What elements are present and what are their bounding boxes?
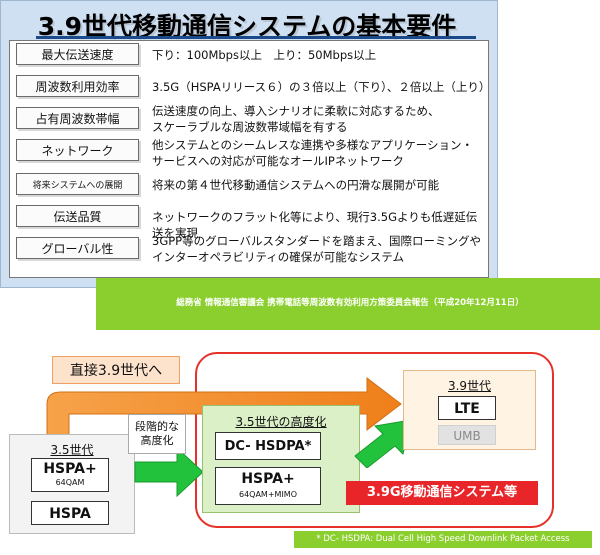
- direct-to-39g-label: 直接3.9世代へ: [52, 356, 180, 384]
- umb-box: UMB: [438, 425, 496, 445]
- gradual-upgrade-text: 段階的な 高度化: [135, 420, 179, 447]
- page-title: 3.9世代移動通信システムの基本要件: [37, 12, 457, 41]
- hspa-box: HSPA: [31, 501, 109, 525]
- 39g-systems-label: 3.9G移動通信システム等: [346, 481, 538, 505]
- hspa-plus-mimo-box: HSPA+ 64QAM+MIMO: [215, 467, 321, 505]
- gen35-advanced-title: 3.5世代の高度化: [235, 415, 327, 429]
- hspa-plus-box: HSPA+ 64QAM: [31, 458, 109, 492]
- source-citation: 総務省 情報通信審議会 携帯電話等周波数有効利用方策委員会報告（平成20年12月…: [176, 298, 524, 308]
- lte-box: LTE: [438, 396, 496, 420]
- req-label-future-system: 将来システムへの展開: [16, 173, 139, 195]
- gradual-upgrade-arrow-icon: [134, 446, 204, 498]
- req-value-network: 他システムとのシームレスな連携や多様なアプリケーション・ サービスへの対応が可能…: [152, 138, 473, 168]
- req-label-global: グローバル性: [16, 237, 139, 259]
- hspa-plus-mimo-sublabel: 64QAM+MIMO: [238, 490, 297, 499]
- req-value-future-system: 将来の第４世代移動通信システムへの円滑な展開が可能: [152, 178, 440, 192]
- dc-hsdpa-box: DC- HSDPA*: [215, 432, 321, 460]
- req-value-global: 3GPP等のグローバルスタンダードを踏まえ、国際ローミングや インターオペラビリ…: [152, 234, 481, 264]
- gradual-upgrade-label: 段階的な 高度化: [128, 414, 186, 454]
- req-label-spectral-efficiency: 周波数利用効率: [16, 75, 139, 97]
- req-label-max-speed: 最大伝送速度: [16, 43, 139, 65]
- req-value-max-speed: 下り：100Mbps以上 上り：50Mbps以上: [152, 48, 377, 62]
- req-label-network: ネットワーク: [16, 139, 139, 161]
- req-label-bandwidth: 占有周波数帯幅: [16, 107, 139, 129]
- req-value-quality: ネットワークのフラット化等により、現行3.5Gよりも低遅延伝送を実現: [152, 210, 478, 240]
- req-label-quality: 伝送品質: [16, 205, 139, 227]
- gen35-title: 3.5世代: [50, 443, 94, 457]
- gen39-title: 3.9世代: [447, 379, 492, 393]
- source-band: [96, 278, 600, 330]
- dc-hsdpa-footnote: * DC- HSDPA: Dual Cell High Speed Downli…: [294, 531, 592, 548]
- hspa-plus-sublabel: 64QAM: [55, 478, 85, 487]
- hspa-plus-mimo-label: HSPA+: [241, 471, 295, 487]
- hspa-plus-label: HSPA+: [43, 461, 97, 477]
- 39g-systems-frame: [195, 352, 554, 528]
- req-value-spectral-efficiency: 3.5G（HSPAリリース６）の３倍以上（下り）、２倍以上（上り）: [152, 80, 491, 94]
- title-underline: [36, 36, 476, 39]
- req-value-bandwidth: 伝送速度の向上、導入シナリオに柔軟に対応するため、 スケーラブルな周波数帯域幅を…: [152, 104, 440, 134]
